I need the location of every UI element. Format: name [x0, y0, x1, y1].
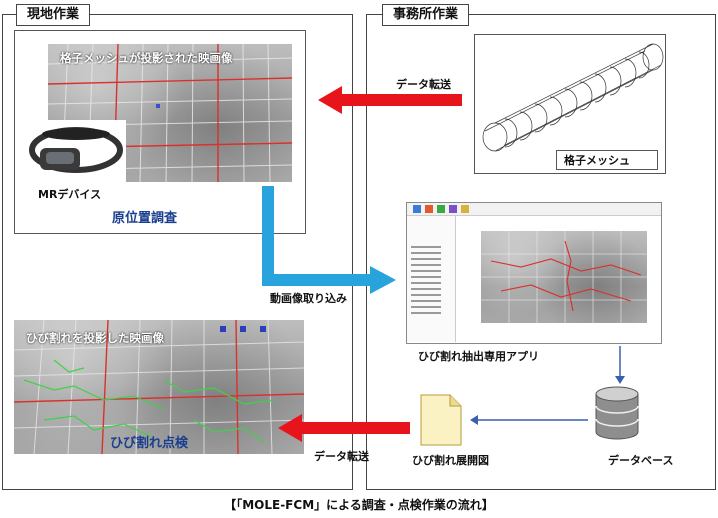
inspection-image-caption: ひび割れを投影した映画像: [26, 331, 164, 345]
mr-device-image: [26, 120, 126, 182]
crack-map-document-icon: [420, 394, 462, 446]
inspection-photo: ひび割れを投影した映画像 ひび割れ点検: [14, 320, 304, 454]
crack-app-window: [406, 202, 662, 344]
transfer-top-label: データ転送: [396, 78, 451, 91]
mesh-label: 格子メッシュ: [564, 154, 630, 167]
survey-title: 原位置調査: [112, 211, 178, 226]
field-work-title: 現地作業: [16, 4, 91, 26]
app-file-list: [407, 216, 456, 342]
app-toolbar: [407, 203, 661, 216]
mr-device-label: MRデバイス: [38, 188, 102, 201]
crack-overlay: [14, 320, 304, 454]
office-work-title: 事務所作業: [382, 4, 470, 26]
app-preview-image: [481, 231, 647, 323]
inspection-title: ひび割れ点検: [110, 436, 189, 451]
mesh-label-box: [556, 150, 658, 170]
tunnel-mesh-diagram: [482, 43, 664, 152]
database-label: データベース: [608, 454, 674, 467]
crack-map-label: ひび割れ展開図: [412, 454, 489, 467]
diagram-footer-caption: 【「MOLE-FCM」による調査・点検作業の流れ】: [224, 498, 494, 512]
app-label: ひび割れ抽出専用アプリ: [418, 350, 539, 363]
survey-image-caption: 格子メッシュが投影された映画像: [60, 51, 233, 65]
database-icon: [594, 386, 640, 440]
transfer-bottom-label: データ転送: [314, 450, 369, 463]
video-import-label: 動画像取り込み: [270, 292, 347, 305]
